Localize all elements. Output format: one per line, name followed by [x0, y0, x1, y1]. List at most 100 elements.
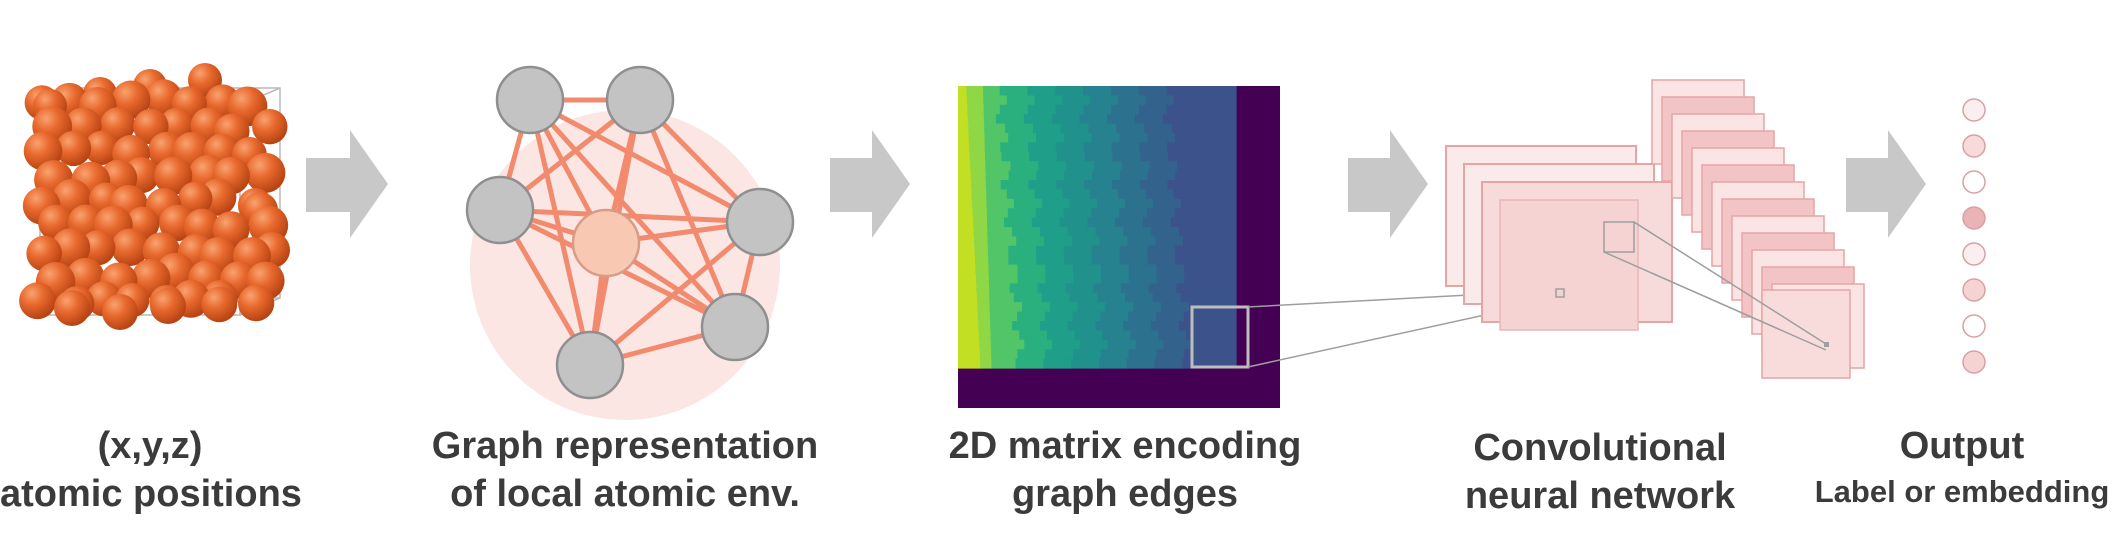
matrix-cell — [968, 133, 985, 143]
matrix-cell — [1036, 133, 1065, 143]
matrix-cell — [1072, 311, 1101, 322]
matrix-cell — [958, 95, 968, 106]
matrix-cell — [1166, 104, 1237, 115]
matrix-cell — [1045, 274, 1074, 284]
matrix-cell — [1149, 161, 1178, 172]
matrix-cell — [1119, 245, 1148, 256]
matrix-cell — [1083, 104, 1112, 115]
matrix-cell — [1019, 330, 1048, 341]
graph-edge — [587, 219, 763, 368]
matrix-cell — [1145, 95, 1175, 106]
matrix-cell — [1147, 245, 1176, 256]
matrix-cell — [1148, 283, 1178, 294]
matrix-cell — [1016, 236, 1045, 247]
matrix-cell — [1162, 114, 1237, 125]
matrix-cell — [1008, 245, 1037, 256]
matrix-cell — [966, 95, 984, 106]
graph-edge — [527, 97, 593, 368]
matrix-cell — [1012, 321, 1041, 331]
matrix-cell — [1118, 189, 1147, 200]
matrix-cell — [1099, 236, 1128, 247]
matrix-cell — [958, 123, 969, 134]
matrix-cell — [1111, 104, 1140, 115]
atom — [252, 109, 288, 145]
matrix-cell — [958, 161, 971, 172]
graph-edge — [527, 97, 738, 330]
matrix-cell — [1000, 180, 1030, 190]
matrix-cell — [1008, 255, 1037, 266]
matrix-cell — [1036, 245, 1065, 256]
graph-node — [555, 330, 625, 400]
matrix-cell — [989, 292, 1015, 303]
matrix-cell — [1088, 123, 1117, 134]
matrix-cell — [958, 302, 978, 313]
matrix-cell — [1168, 151, 1237, 162]
matrix-cell — [1023, 114, 1053, 125]
connector-line — [1603, 251, 1827, 351]
matrix-cell — [1139, 142, 1168, 153]
matrix-cell — [1175, 133, 1237, 143]
matrix-cell — [1041, 198, 1071, 209]
matrix-cell — [1039, 227, 1069, 237]
matrix-cell — [1079, 339, 1109, 350]
matrix-cell — [1059, 217, 1088, 228]
matrix-cell — [1006, 95, 1036, 106]
matrix-cell — [1055, 86, 1084, 96]
feature-map — [1761, 289, 1851, 379]
matrix-cell — [1155, 236, 1184, 247]
graph-node — [700, 292, 770, 362]
matrix-cell — [1174, 208, 1237, 219]
matrix-cell — [1186, 330, 1237, 341]
matrix-cell — [958, 180, 972, 190]
matrix-cell — [1119, 170, 1149, 181]
graph-node — [725, 187, 795, 257]
stage-label-line2: neural network — [1464, 475, 1736, 517]
matrix-cell — [987, 236, 1017, 247]
matrix-cell — [1111, 142, 1140, 153]
matrix-cell — [987, 245, 1009, 256]
matrix-cell — [1146, 208, 1176, 219]
matrix-cell — [983, 104, 1001, 115]
output-unit — [1962, 98, 1986, 122]
right-arrow-icon — [306, 130, 388, 238]
receptive-field-box — [1190, 305, 1250, 369]
stage-label-output: Output Label or embedding — [1800, 422, 2124, 514]
matrix-cell — [1115, 217, 1144, 228]
atom-cluster-icon — [19, 63, 290, 330]
matrix-cell — [966, 86, 984, 96]
kernel-box — [1555, 288, 1565, 298]
matrix-cell — [985, 161, 1011, 172]
matrix-cell — [1084, 180, 1113, 190]
matrix-cell — [1139, 180, 1169, 190]
matrix-cell — [970, 170, 987, 181]
atom — [111, 228, 149, 267]
matrix-cell — [1091, 245, 1121, 256]
stage-label-line2: Label or embedding — [1814, 474, 2110, 509]
matrix-cell — [1083, 86, 1112, 96]
cnn-stack-icon — [1445, 79, 1865, 379]
matrix-cell — [1090, 95, 1119, 106]
matrix-cell — [1049, 302, 1079, 313]
matrix-cell — [1123, 227, 1152, 237]
matrix-cell — [980, 358, 992, 369]
matrix-cell — [1045, 349, 1074, 360]
matrix-cell — [984, 123, 1006, 134]
atom — [154, 156, 193, 195]
matrix-cell — [977, 311, 991, 322]
matrix-cell — [990, 339, 1025, 350]
matrix-cell — [1138, 104, 1168, 115]
matrix-cell — [970, 161, 986, 172]
matrix-cell — [1100, 264, 1130, 275]
stage-label-line2: graph edges — [1012, 473, 1238, 515]
matrix-cell — [975, 274, 990, 284]
matrix-cell — [990, 321, 1013, 331]
feature-map — [1499, 199, 1639, 331]
matrix-cell — [1151, 227, 1180, 237]
matrix-cell — [1128, 349, 1157, 360]
matrix-cell — [1015, 358, 1044, 369]
matrix-cell — [985, 170, 1010, 181]
matrix-cell — [987, 227, 1013, 237]
matrix-cell — [1154, 358, 1183, 369]
kernel-box — [1603, 221, 1635, 253]
matrix-cell — [958, 114, 969, 125]
